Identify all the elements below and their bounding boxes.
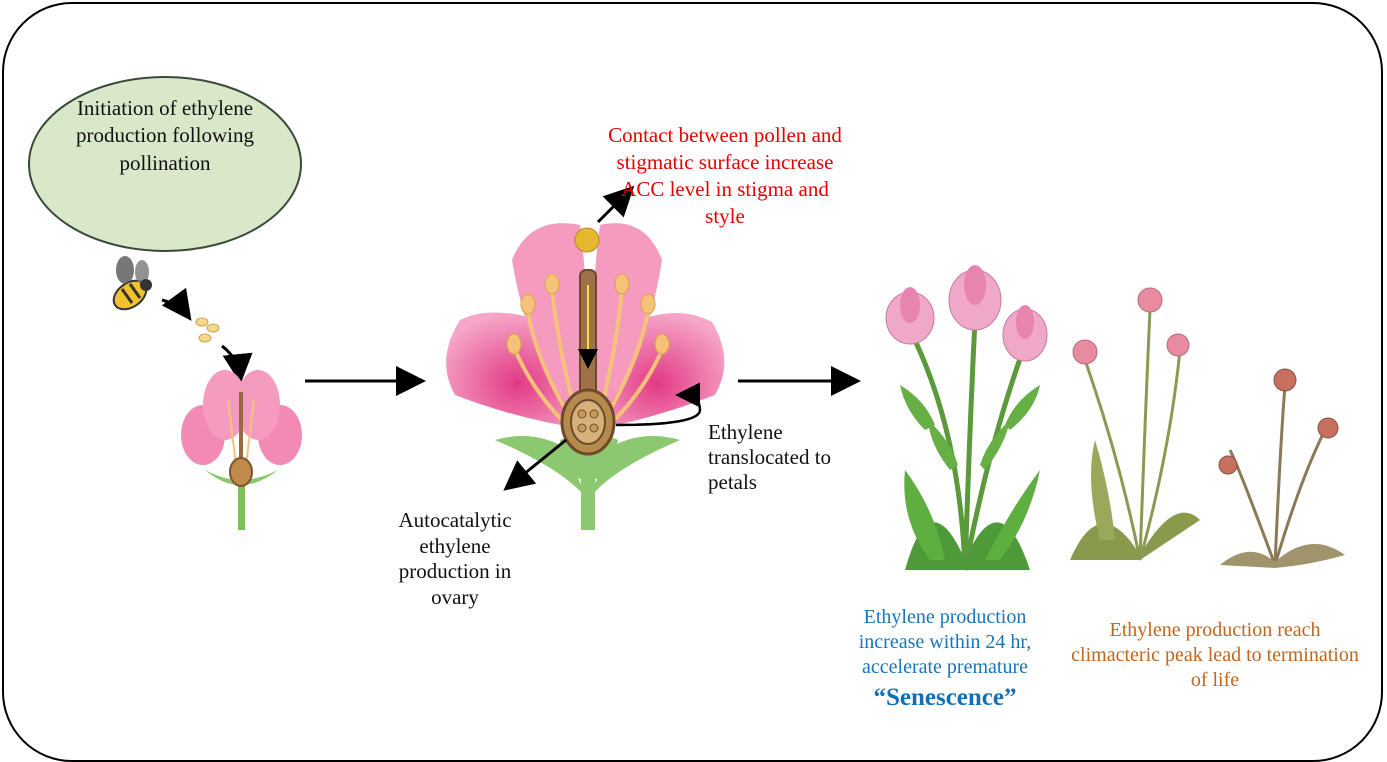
bee-icon — [108, 256, 152, 315]
peak-caption: Ethylene production reach climacteric pe… — [1065, 618, 1365, 693]
senescence-caption-block: Ethylene production increase within 24 h… — [835, 605, 1055, 713]
autocatalytic-label: Autocatalytic ethylene production in ova… — [375, 508, 535, 610]
pollen-grains — [196, 318, 219, 342]
senescence-word: “Senescence” — [835, 682, 1055, 713]
large-flower — [446, 223, 724, 530]
wilting-plant — [1070, 288, 1200, 560]
senescence-caption: Ethylene production increase within 24 h… — [859, 606, 1031, 678]
contact-label: Contact between pollen and stigmatic sur… — [600, 122, 850, 230]
senescing-plant — [886, 265, 1047, 570]
translocated-label: Ethylene translocated to petals — [708, 420, 848, 496]
pollen-grain-on-stigma — [575, 228, 599, 252]
initiation-label: Initiation of ethylene production follow… — [45, 95, 285, 177]
small-flower — [181, 370, 302, 530]
dead-plant — [1219, 369, 1345, 568]
bee-to-pollen-arrow — [162, 300, 188, 316]
